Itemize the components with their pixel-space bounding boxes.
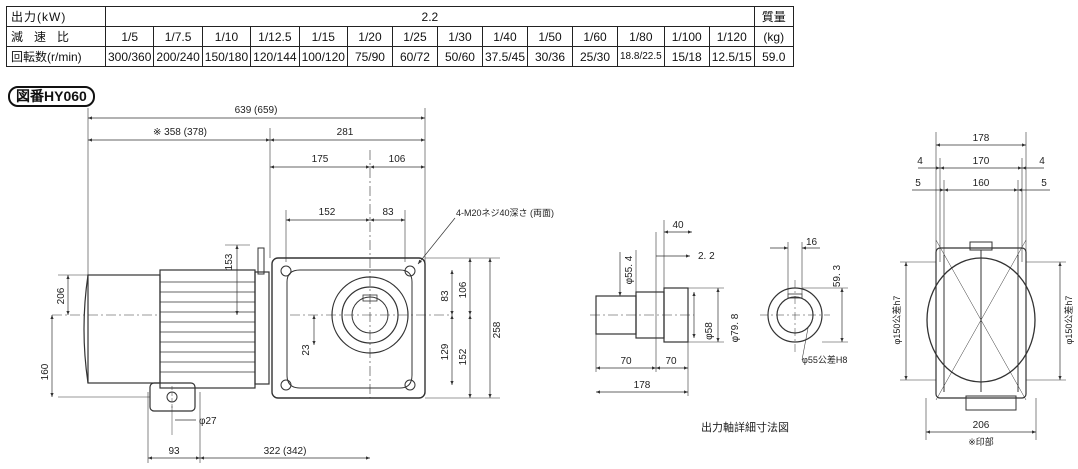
ratio-cell: 1/5 [104,26,155,47]
dim-258: 258 [492,321,503,338]
dim-40: 40 [672,220,684,231]
dim-152-top: 152 [319,207,336,218]
speed-cell: 60/72 [391,46,438,67]
speed-label: 回転数(r/min) [6,46,106,67]
dim-gear-length: 281 [337,127,354,138]
dim-2-2: 2. 2 [698,251,715,262]
drawing-number-badge: 図番HY060 [8,86,95,107]
mass-value: 59.0 [753,46,794,67]
speed-cell: 200/240 [153,46,203,67]
spec-row-speed: 回転数(r/min) 300/360 200/240 150/180 120/1… [6,46,794,67]
dim-overall: 639 (659) [235,105,278,116]
dim-phi58: φ58 [704,322,715,340]
dim-160: 160 [40,363,51,380]
side-view-labels: 178 4 170 4 5 160 5 φ150公差h7 φ150公差h7 20… [891,133,1074,447]
spec-row-ratio: 減速比 1/5 1/7.5 1/10 1/12.5 1/15 1/20 1/25… [6,26,794,47]
spec-table: 出力(kW) 2.2 質量 減速比 1/5 1/7.5 1/10 1/12.5 … [6,6,794,67]
dim-23: 23 [301,344,312,356]
dim-322: 322 (342) [264,446,307,457]
speed-cell: 75/90 [346,46,393,67]
dim-4-right: 4 [1039,156,1045,167]
ratio-cell: 1/40 [481,26,529,47]
dim-160-side: 160 [973,178,990,189]
speed-cell: 300/360 [104,46,155,67]
shaft-detail-caption: 出力軸詳細寸法図 [701,420,789,434]
dim-5-right: 5 [1041,178,1047,189]
dim-170: 170 [973,156,990,167]
dim-phi150-right: φ150公差h7 [1063,296,1074,345]
dim-153: 153 [224,253,235,270]
dim-93: 93 [168,446,180,457]
dim-phi150-left: φ150公差h7 [891,296,902,345]
side-view [900,132,1066,440]
dim-phi55-4: φ55. 4 [624,255,635,284]
keyway-labels: 16 59. 3 φ55公差H8 [802,237,847,365]
side-view-note: ※印部 [968,436,994,447]
dim-70-right: 70 [665,356,677,367]
speed-cell: 150/180 [201,46,252,67]
dim-83-side: 83 [440,290,451,302]
dim-59-3: 59. 3 [832,264,843,287]
dim-phi55-h8: φ55公差H8 [802,354,847,365]
speed-cell: 30/36 [527,46,573,67]
dim-83-top: 83 [382,207,394,218]
speed-cell: 50/60 [436,46,483,67]
speed-cell: 25/30 [572,46,618,67]
dim-70-left: 70 [620,356,632,367]
speed-cell: 37.5/45 [481,46,529,67]
dim-phi79-8: φ79. 8 [730,313,741,342]
ratio-cell: 1/80 [617,26,665,47]
dim-4-left: 4 [917,156,923,167]
tap-note: 4-M20ネジ40深さ (両面) [456,208,554,218]
dim-178-side: 178 [973,133,990,144]
speed-cell: 120/144 [250,46,300,67]
keyway-view [760,242,848,361]
ratio-cell: 1/20 [346,26,393,47]
dim-129: 129 [440,343,451,360]
dim-175: 175 [312,154,329,165]
dim-motor-length: ※ 358 (378) [153,127,207,138]
dim-phi27: φ27 [199,416,217,427]
dim-106-top: 106 [389,154,406,165]
dim-106-side: 106 [458,281,469,298]
front-view [50,108,500,463]
front-view-labels: 639 (659) ※ 358 (378) 281 175 106 152 83… [40,105,554,457]
dim-16: 16 [806,237,818,248]
ratio-cell: 1/100 [663,26,710,47]
dim-152-side: 152 [458,348,469,365]
dim-178-shaft: 178 [634,380,651,391]
speed-cell: 100/120 [298,46,348,67]
dim-206: 206 [56,287,67,304]
dim-206-side: 206 [973,420,990,431]
ratio-cell: 1/120 [708,26,755,47]
shaft-detail-labels: 40 2. 2 φ55. 4 φ58 φ79. 8 70 70 178 出力軸詳… [620,220,789,434]
speed-cell: 12.5/15 [708,46,755,67]
ratio-cell: 1/15 [298,26,348,47]
dim-5-left: 5 [915,178,921,189]
shaft-detail [590,220,724,396]
